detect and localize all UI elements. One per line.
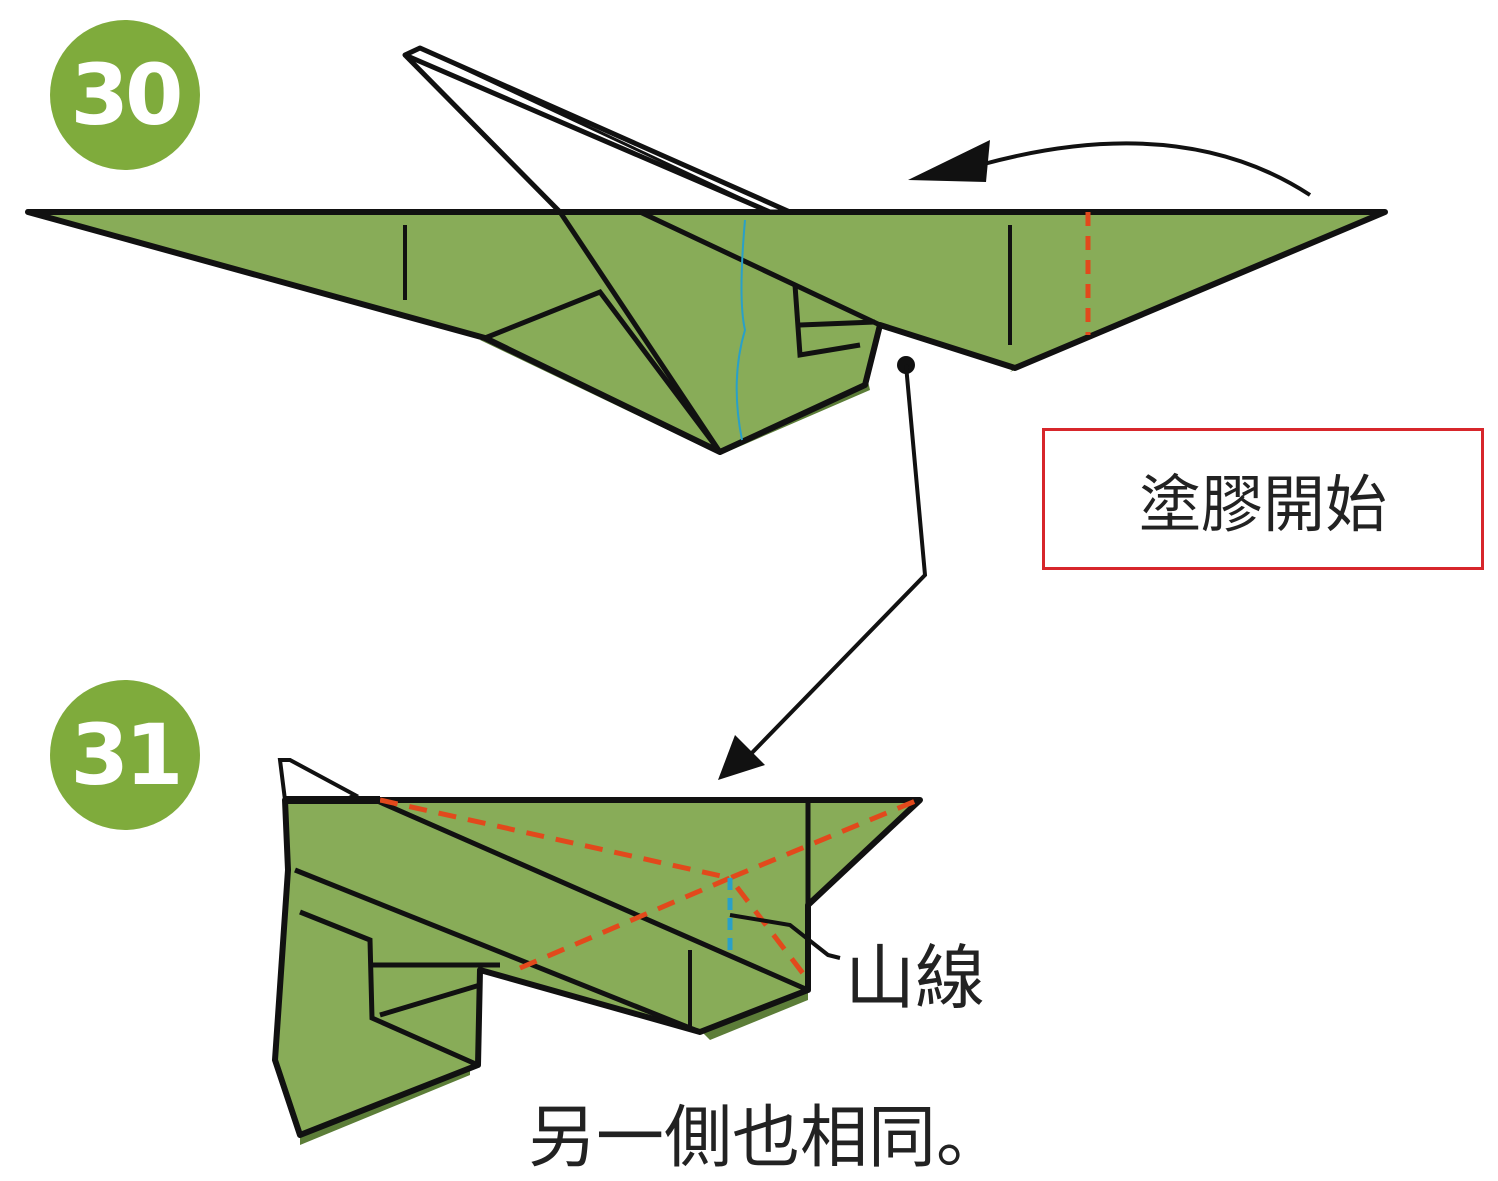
step-31-model <box>272 758 923 1145</box>
step-30-model <box>25 45 1388 455</box>
step-30-badge: 30 <box>50 20 200 170</box>
pointer-arrow-icon <box>718 356 928 780</box>
repeat-other-side-note: 另一側也相同。 <box>528 1099 1005 1178</box>
glue-start-note-text: 塗膠開始 <box>1138 468 1387 541</box>
glue-start-note: 塗膠開始 <box>1042 428 1484 570</box>
step-31-badge: 31 <box>50 680 200 830</box>
mountain-fold-label: 山線 <box>845 937 985 1019</box>
fold-arrow-icon <box>908 140 1312 197</box>
